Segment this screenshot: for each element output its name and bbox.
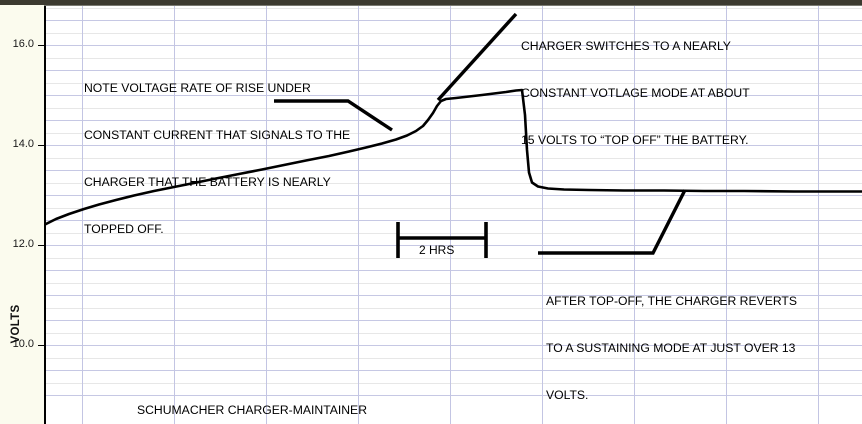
gridline-horizontal-minor [44,282,862,284]
annotation-line: AFTER TOP-OFF, THE CHARGER REVERTS [546,294,798,309]
gridline-horizontal-major [44,320,862,321]
y-axis-tick-mark [38,145,45,146]
y-axis-title: VOLTS [10,304,22,344]
annotation-line: NOTE VOLTAGE RATE OF RISE UNDER [84,81,311,96]
gridline-horizontal-major [44,295,862,296]
gridline-vertical [82,5,83,424]
gridline-horizontal-major [44,370,862,371]
annotation-line: CONSTANT CURRENT THAT SIGNALS TO THE [84,127,351,142]
caption-line: SCHUMACHER CHARGER-MAINTAINER [137,403,367,417]
annotation-line: TO A SUSTAINING MODE AT JUST OVER 13 [546,340,796,355]
annotation-constant-voltage: CHARGER SWITCHES TO A NEARLY CONSTANT VO… [521,8,750,180]
annotation-line: VOLTS. [546,387,589,402]
annotation-line: CHARGER THAT THE BATTERY IS NEARLY [84,174,331,189]
plot-top-frame [44,5,862,6]
y-axis-tick-mark [38,345,45,346]
annotation-line: 15 VOLTS TO “TOP OFF” THE BATTERY. [521,132,749,147]
gridline-horizontal-major [44,270,862,271]
annotation-line: CHARGER SWITCHES TO A NEARLY [521,39,731,54]
annotation-constant-current: NOTE VOLTAGE RATE OF RISE UNDER CONSTANT… [84,50,350,268]
y-axis-tick-label: 14.0 [12,138,34,150]
scale-bar-label: 2 HRS [419,243,455,257]
annotation-sustaining-mode: AFTER TOP-OFF, THE CHARGER REVERTS TO A … [546,263,797,424]
gridline-vertical [818,5,819,424]
gridline-horizontal-minor [44,257,862,259]
chart-caption: SCHUMACHER CHARGER-MAINTAINER MODEL WM-1… [137,370,367,424]
gridline-horizontal-minor [44,332,862,334]
gridline-horizontal-major [44,345,862,346]
annotation-line: TOPPED OFF. [84,221,164,236]
y-axis-line [44,5,46,424]
y-axis-tick-mark [38,245,45,246]
y-axis-tick-label: 10.0 [12,338,34,350]
gridline-horizontal-minor [44,357,862,359]
gridline-vertical [358,5,359,424]
gridline-horizontal-minor [44,7,862,9]
gridline-vertical [450,5,451,424]
gridline-horizontal-minor [44,232,862,234]
y-axis-tick-label: 16.0 [12,38,34,50]
gridline-horizontal-major [44,245,862,246]
y-axis-tick-label: 12.0 [12,238,34,250]
gridline-horizontal-minor [44,382,862,384]
gridline-horizontal-major [44,395,862,396]
gridline-horizontal-minor [44,307,862,309]
annotation-line: CONSTANT VOTLAGE MODE AT ABOUT [521,85,750,100]
top-border-band [0,0,862,5]
y-axis-tick-mark [38,45,45,46]
